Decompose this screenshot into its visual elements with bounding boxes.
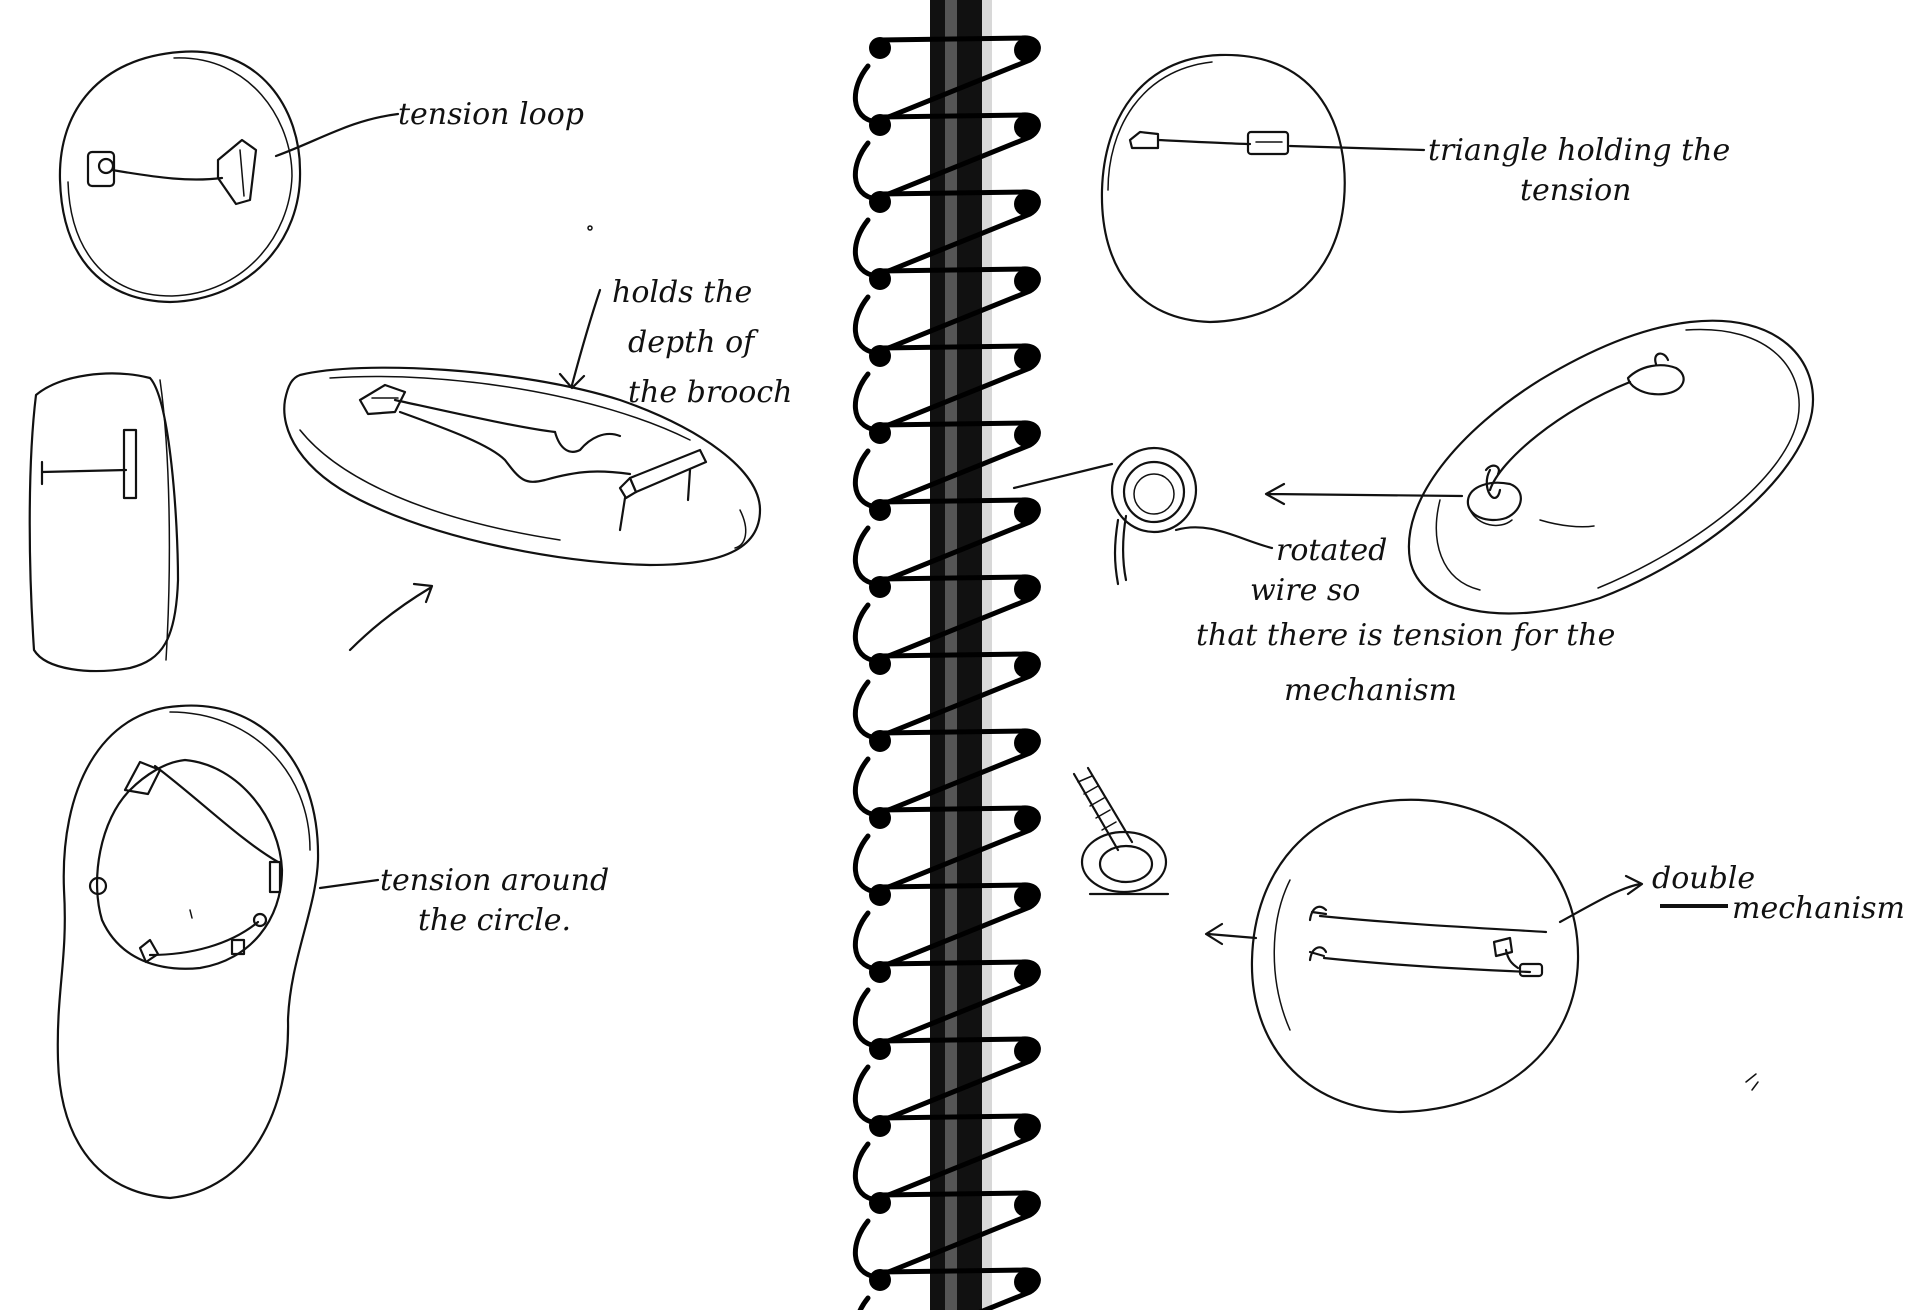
spiral-hole: [869, 268, 891, 290]
spiral-hole: [1014, 885, 1038, 909]
arrow-to-screw: [1204, 922, 1258, 946]
arrow-double-mechanism: [1558, 874, 1644, 924]
sketch-circle-double-mechanism: [1250, 798, 1580, 1114]
spiral-hole: [869, 345, 891, 367]
spiral-hole: [869, 961, 891, 983]
sketch-oval-brooch-depth: [283, 366, 762, 567]
spiral-hole: [1014, 1270, 1038, 1294]
stray-dot: [587, 225, 593, 231]
label-double-2: mechanism: [1732, 891, 1905, 926]
sketch-screw-pin: [1072, 766, 1170, 896]
stray-mark: [1745, 1073, 1759, 1091]
spiral-hole: [1014, 500, 1038, 524]
arrow-curve-up: [348, 582, 434, 652]
label-tension-circle-2: the circle.: [418, 903, 571, 938]
sketch-rotated-wire-coil: [1012, 446, 1198, 586]
spiral-hole: [869, 1038, 891, 1060]
spiral-hole: [869, 1269, 891, 1291]
spiral-hole: [1014, 962, 1038, 986]
sketch-oval-rotated-wire: [1407, 319, 1815, 615]
spiral-hole: [869, 576, 891, 598]
sketch-tension-around-circle: [56, 704, 320, 1200]
spiral-hole: [869, 653, 891, 675]
leader-tension-circle: [318, 878, 380, 890]
spiral-hole: [1014, 731, 1038, 755]
spiral-hole: [1014, 808, 1038, 832]
label-triangle-2: tension: [1520, 173, 1632, 208]
spiral-hole: [869, 1115, 891, 1137]
sketch-circle-tension-loop: [58, 50, 302, 304]
spiral-hole: [1014, 269, 1038, 293]
label-holds-depth-2: depth of: [628, 325, 759, 360]
label-tension-loop: tension loop: [398, 97, 584, 132]
label-holds-depth-1: holds the: [612, 275, 752, 310]
spiral-hole: [1014, 115, 1038, 139]
label-triangle-1: triangle holding the: [1428, 133, 1730, 168]
label-rotated-2: wire so: [1250, 573, 1360, 608]
arrow-to-coil: [1264, 482, 1464, 506]
spiral-binding: [853, 0, 1041, 1310]
label-tension-circle-1: tension around: [380, 863, 609, 898]
spiral-hole: [1014, 423, 1038, 447]
leader-triangle: [1288, 144, 1426, 152]
spiral-hole: [1014, 1193, 1038, 1217]
arrow-holds-depth: [558, 288, 602, 390]
spiral-hole: [869, 807, 891, 829]
spiral-hole: [1014, 38, 1038, 62]
spiral-hole: [1014, 654, 1038, 678]
label-rotated-4: mechanism: [1284, 673, 1457, 708]
spiral-hole: [869, 422, 891, 444]
spiral-hole: [1014, 577, 1038, 601]
spiral-hole: [1014, 192, 1038, 216]
spiral-hole: [869, 114, 891, 136]
label-rotated-3: that there is tension for the: [1196, 618, 1615, 653]
spiral-hole: [869, 499, 891, 521]
spiral-ring: [857, 1267, 1041, 1310]
spiral-hole: [869, 884, 891, 906]
label-double-1: double: [1652, 861, 1755, 896]
sketch-side-view: [28, 372, 180, 673]
leader-rotated-wire: [1174, 526, 1274, 550]
spiral-hole: [1014, 346, 1038, 370]
label-rotated-1: rotated: [1276, 533, 1387, 568]
spiral-hole: [869, 37, 891, 59]
leader-tension-loop: [274, 112, 400, 158]
spiral-hole: [1014, 1039, 1038, 1063]
spiral-hole: [869, 191, 891, 213]
label-holds-depth-3: the brooch: [628, 375, 792, 410]
sketch-circle-triangle: [1100, 53, 1346, 324]
spiral-hole: [1014, 1116, 1038, 1140]
spiral-hole: [869, 730, 891, 752]
spiral-hole: [869, 1192, 891, 1214]
